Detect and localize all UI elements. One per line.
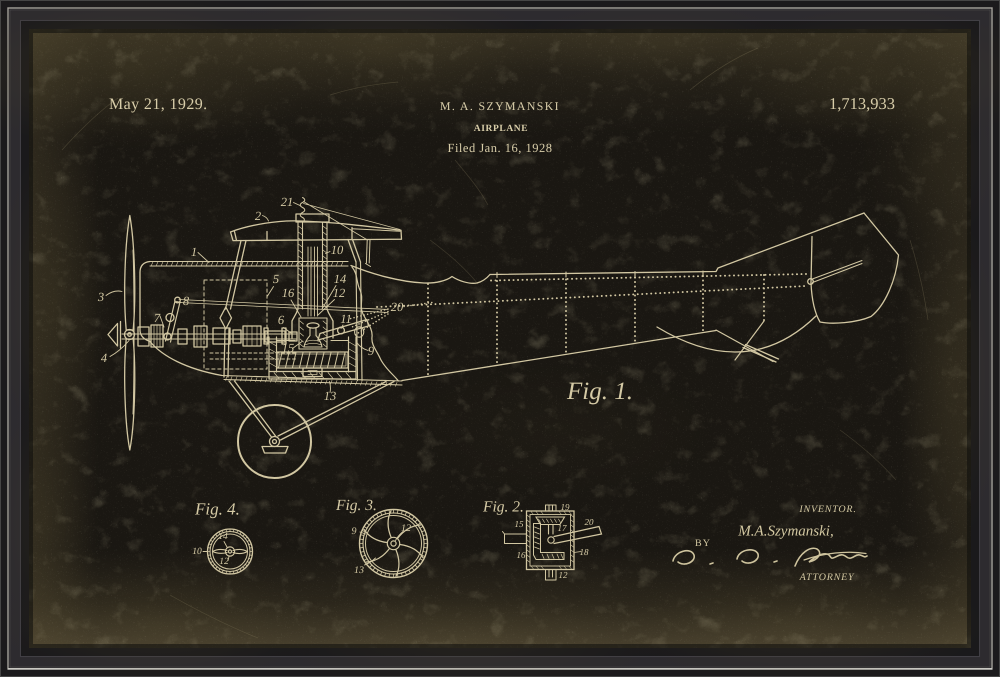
- svg-text:15: 15: [515, 519, 525, 529]
- svg-text:6: 6: [278, 313, 285, 327]
- svg-text:Fig. 4.: Fig. 4.: [194, 500, 240, 519]
- svg-text:3: 3: [97, 290, 104, 304]
- svg-text:12: 12: [219, 557, 229, 567]
- svg-text:12: 12: [559, 570, 569, 580]
- svg-text:13: 13: [324, 389, 337, 403]
- svg-text:10: 10: [192, 547, 202, 557]
- svg-text:1,713,933: 1,713,933: [829, 94, 895, 113]
- svg-text:18: 18: [580, 547, 590, 557]
- svg-text:1: 1: [191, 245, 197, 259]
- svg-text:10: 10: [331, 243, 344, 257]
- svg-text:May 21, 1929.: May 21, 1929.: [109, 96, 208, 113]
- svg-text:Filed Jan. 16, 1928: Filed Jan. 16, 1928: [448, 141, 553, 155]
- svg-text:Fig. 2.: Fig. 2.: [482, 499, 524, 516]
- svg-text:20: 20: [391, 300, 404, 314]
- svg-text:8: 8: [183, 294, 190, 308]
- svg-text:11: 11: [340, 312, 352, 326]
- svg-text:20: 20: [585, 517, 595, 527]
- svg-text:Fig. 3.: Fig. 3.: [335, 497, 377, 514]
- svg-text:16: 16: [282, 286, 295, 300]
- svg-text:19: 19: [561, 502, 571, 512]
- svg-text:Fig. 1.: Fig. 1.: [566, 378, 633, 405]
- svg-text:4: 4: [101, 351, 107, 365]
- svg-text:2: 2: [255, 209, 261, 223]
- svg-text:14: 14: [218, 532, 228, 542]
- svg-text:13: 13: [354, 565, 364, 576]
- svg-text:BY: BY: [695, 538, 711, 549]
- svg-text:16: 16: [517, 550, 527, 560]
- svg-text:14: 14: [334, 272, 347, 286]
- svg-text:17: 17: [558, 523, 568, 533]
- svg-text:15: 15: [282, 341, 295, 355]
- svg-text:12: 12: [333, 286, 346, 300]
- svg-text:INVENTOR.: INVENTOR.: [798, 504, 856, 515]
- svg-text:12: 12: [401, 523, 411, 534]
- svg-text:7: 7: [154, 311, 161, 325]
- svg-text:M. A. SZYMANSKI: M. A. SZYMANSKI: [440, 99, 560, 113]
- svg-text:AIRPLANE: AIRPLANE: [474, 124, 528, 134]
- svg-text:5: 5: [273, 272, 279, 286]
- svg-text:M.A.Szymanski,: M.A.Szymanski,: [737, 524, 833, 540]
- svg-text:9: 9: [368, 344, 375, 358]
- svg-text:ATTORNEY: ATTORNEY: [799, 572, 855, 583]
- svg-text:21: 21: [281, 195, 294, 209]
- svg-text:9: 9: [352, 526, 357, 537]
